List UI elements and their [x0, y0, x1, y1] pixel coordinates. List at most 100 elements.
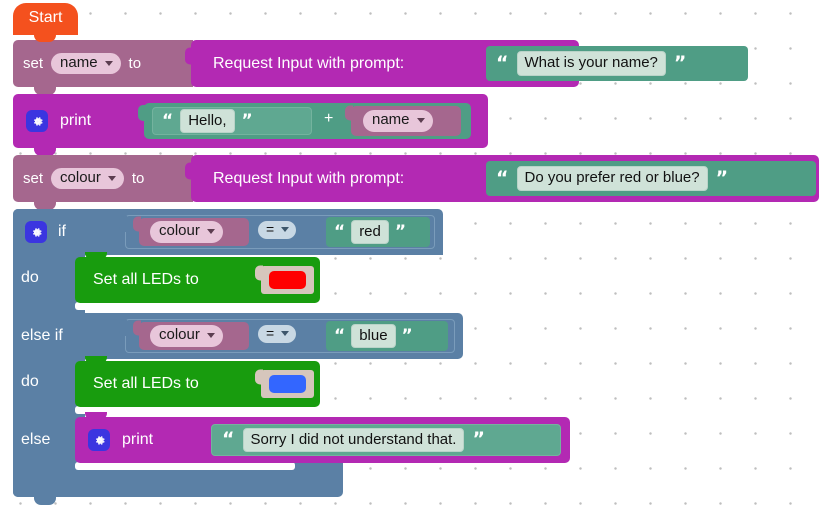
string-block-hello[interactable]: “ Hello, ” [152, 107, 312, 135]
colour-block-red-plug [255, 265, 263, 281]
set-keyword-2: set [23, 170, 44, 187]
if-slot-2-shadow [75, 406, 320, 414]
quote-close-icon: ” [715, 166, 729, 189]
string-value-blue[interactable]: blue [351, 323, 396, 349]
quote-close-icon: ” [472, 428, 485, 451]
string-value-prompt-1[interactable]: What is your name? [516, 51, 666, 76]
print-sorry-top-notch [85, 412, 107, 420]
blue-swatch[interactable] [269, 375, 306, 393]
variable-dropdown-name[interactable]: name [51, 52, 121, 75]
chevron-down-icon [281, 331, 290, 337]
quote-open-icon: “ [496, 51, 509, 74]
set-colour-bottom-notch [34, 202, 56, 210]
request-input-block-1[interactable]: Request Input with prompt: “ What is you… [185, 40, 748, 87]
variable-dropdown-colour-2[interactable]: colour [150, 325, 223, 347]
do-label-1: do [21, 269, 39, 286]
start-notch [34, 33, 56, 42]
chevron-down-icon [206, 229, 215, 234]
set-leds-block-1[interactable]: Set all LEDs to [75, 252, 320, 303]
chevron-down-icon [104, 60, 113, 66]
start-block[interactable]: Start [13, 3, 78, 35]
request-input-1-label: Request Input with prompt: [213, 54, 405, 72]
set-leds-label-1: Set all LEDs to [93, 271, 199, 288]
string-value-hello[interactable]: Hello, [180, 108, 235, 134]
variable-dropdown-colour-2-label: colour [159, 326, 200, 344]
set-leds-1-top-notch [85, 252, 107, 260]
else-slot-shadow [75, 462, 295, 470]
quote-open-icon: “ [222, 428, 235, 451]
concat-block[interactable]: “ Hello, ” + name [138, 103, 471, 139]
compare-1-plug [119, 216, 127, 232]
variable-getter-name[interactable]: name [345, 105, 461, 136]
quote-open-icon: “ [496, 166, 509, 189]
set-name-bottom-notch [34, 87, 56, 95]
variable-getter-colour-1[interactable]: colour [133, 216, 249, 246]
set-name-row: set name to [23, 40, 141, 87]
if-row: if [25, 209, 66, 255]
string-value-red[interactable]: red [351, 219, 389, 245]
gear-icon[interactable] [26, 110, 48, 132]
gear-icon[interactable] [88, 429, 110, 451]
concat-plug [138, 105, 146, 121]
gear-icon[interactable] [25, 221, 47, 243]
set-leds-label-2: Set all LEDs to [93, 375, 199, 392]
set-colour-row: set colour to [23, 155, 144, 202]
variable-dropdown-colour[interactable]: colour [51, 167, 124, 190]
variable-getter-colour-2[interactable]: colour [133, 320, 249, 350]
set-leds-2-top-notch [85, 356, 107, 364]
string-block-sorry[interactable]: “ Sorry I did not understand that. ” [211, 424, 561, 456]
print-hello-row: print [26, 94, 91, 148]
variable-dropdown-name-label: name [60, 53, 98, 71]
compare-block-1[interactable]: colour = “ red ” [119, 215, 435, 249]
print-sorry-block[interactable]: print “ Sorry I did not understand that.… [75, 412, 570, 463]
if-else-block[interactable]: if colour = “ red [13, 209, 570, 509]
quote-close-icon: ” [673, 51, 687, 74]
quote-open-icon: “ [334, 221, 346, 242]
colour-block-blue[interactable] [255, 369, 314, 398]
chevron-down-icon [281, 227, 290, 233]
colour-block-red[interactable] [255, 265, 314, 294]
operator-dropdown-2[interactable]: = [258, 325, 297, 344]
print-hello-block[interactable]: print “ Hello, ” + name [13, 94, 493, 156]
set-leds-block-2[interactable]: Set all LEDs to [75, 356, 320, 407]
string-block-red[interactable]: “ red ” [326, 217, 430, 247]
colour-block-blue-plug [255, 369, 263, 385]
if-keyword: if [58, 223, 66, 240]
quote-close-icon: ” [241, 110, 253, 131]
quote-close-icon: ” [401, 325, 413, 346]
red-swatch[interactable] [269, 271, 306, 289]
string-block-blue[interactable]: “ blue ” [326, 321, 448, 351]
variable-dropdown-colour-1-label: colour [159, 222, 200, 240]
compare-2-plug [119, 320, 127, 336]
chevron-down-icon [107, 175, 116, 181]
operator-dropdown-1[interactable]: = [258, 221, 297, 240]
do-label-2: do [21, 373, 39, 390]
variable-dropdown-colour-label: colour [60, 168, 101, 186]
string-value-sorry[interactable]: Sorry I did not understand that. [242, 427, 465, 453]
variable-dropdown-name-2[interactable]: name [363, 110, 433, 132]
to-keyword-2: to [131, 170, 145, 187]
set-colour-block[interactable]: set colour to Request Input with prompt:… [13, 155, 819, 210]
to-keyword: to [128, 55, 142, 72]
compare-block-2[interactable]: colour = “ blue ” [119, 319, 455, 353]
string-block-prompt-2[interactable]: “ Do you prefer red or blue? ” [486, 161, 816, 196]
operator-dropdown-2-label: = [266, 325, 275, 341]
variable-dropdown-name-2-label: name [372, 111, 410, 129]
variable-getter-colour-1-plug [133, 216, 141, 232]
else-bar [13, 417, 85, 463]
string-value-prompt-2[interactable]: Do you prefer red or blue? [516, 166, 708, 191]
request-input-1-plug [185, 47, 193, 65]
variable-dropdown-colour-1[interactable]: colour [150, 221, 223, 243]
request-input-block-2[interactable]: Request Input with prompt: “ Do you pref… [185, 155, 819, 202]
variable-getter-colour-2-plug [133, 320, 141, 336]
set-name-block[interactable]: set name to Request Input with prompt: “… [13, 40, 748, 95]
chevron-down-icon [206, 333, 215, 338]
string-block-prompt-1[interactable]: “ What is your name? ” [486, 46, 748, 81]
concat-operator: + [324, 110, 334, 127]
quote-close-icon: ” [394, 221, 407, 242]
set-keyword: set [23, 55, 44, 72]
print-keyword-1: print [60, 112, 92, 129]
print-keyword-2: print [122, 431, 154, 448]
request-input-2-label: Request Input with prompt: [213, 169, 405, 187]
